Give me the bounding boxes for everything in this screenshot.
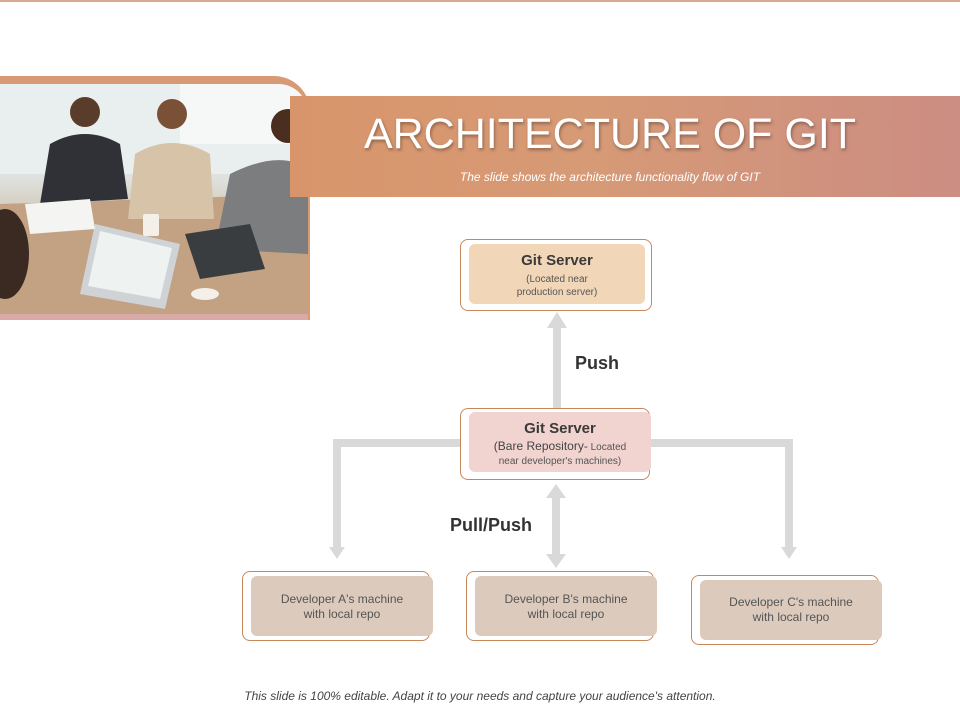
developer-a-line1: Developer A's machine [280, 592, 404, 606]
developer-c-box: Developer C's machine with local repo [700, 580, 882, 640]
pull-push-arrow [546, 484, 566, 568]
git-server-top-line1: (Located near [526, 274, 588, 285]
git-server-bare-line1: (Bare Repository- Located [469, 439, 651, 455]
developer-c-line1: Developer C's machine [729, 595, 853, 609]
git-server-top-box: Git Server (Located near production serv… [469, 244, 645, 304]
title-banner [290, 96, 960, 197]
developer-b-line1: Developer B's machine [504, 592, 628, 606]
top-accent-line [0, 0, 960, 2]
developer-c-line2: with local repo [752, 610, 830, 624]
pull-push-label: Pull/Push [450, 515, 533, 535]
photo-base-strip [0, 314, 308, 320]
developer-a-box: Developer A's machine with local repo [251, 576, 433, 636]
page-title: ARCHITECTURE OF GIT [363, 110, 857, 158]
git-server-bare-box: Git Server (Bare Repository- Located nea… [469, 412, 651, 472]
git-server-bare-title: Git Server [524, 420, 596, 437]
git-server-bare-line1-small: Located [587, 442, 627, 453]
push-arrow [547, 312, 567, 410]
git-server-bare-line1-main: (Bare Repository- [493, 439, 588, 453]
git-server-top-title: Git Server [521, 252, 593, 269]
git-server-top-line2: production server) [516, 287, 598, 298]
developer-b-box: Developer B's machine with local repo [475, 576, 657, 636]
page-subtitle: The slide shows the architecture functio… [459, 170, 761, 184]
branch-left-arrow [329, 439, 469, 559]
meeting-photo [0, 84, 308, 314]
push-label: Push [575, 353, 620, 373]
developer-b-line2: with local repo [527, 607, 605, 621]
branch-right-arrow [651, 439, 797, 559]
git-server-bare-line2: near developer's machines) [498, 456, 622, 467]
developer-a-line2: with local repo [303, 607, 381, 621]
footer-note: This slide is 100% editable. Adapt it to… [244, 689, 716, 703]
